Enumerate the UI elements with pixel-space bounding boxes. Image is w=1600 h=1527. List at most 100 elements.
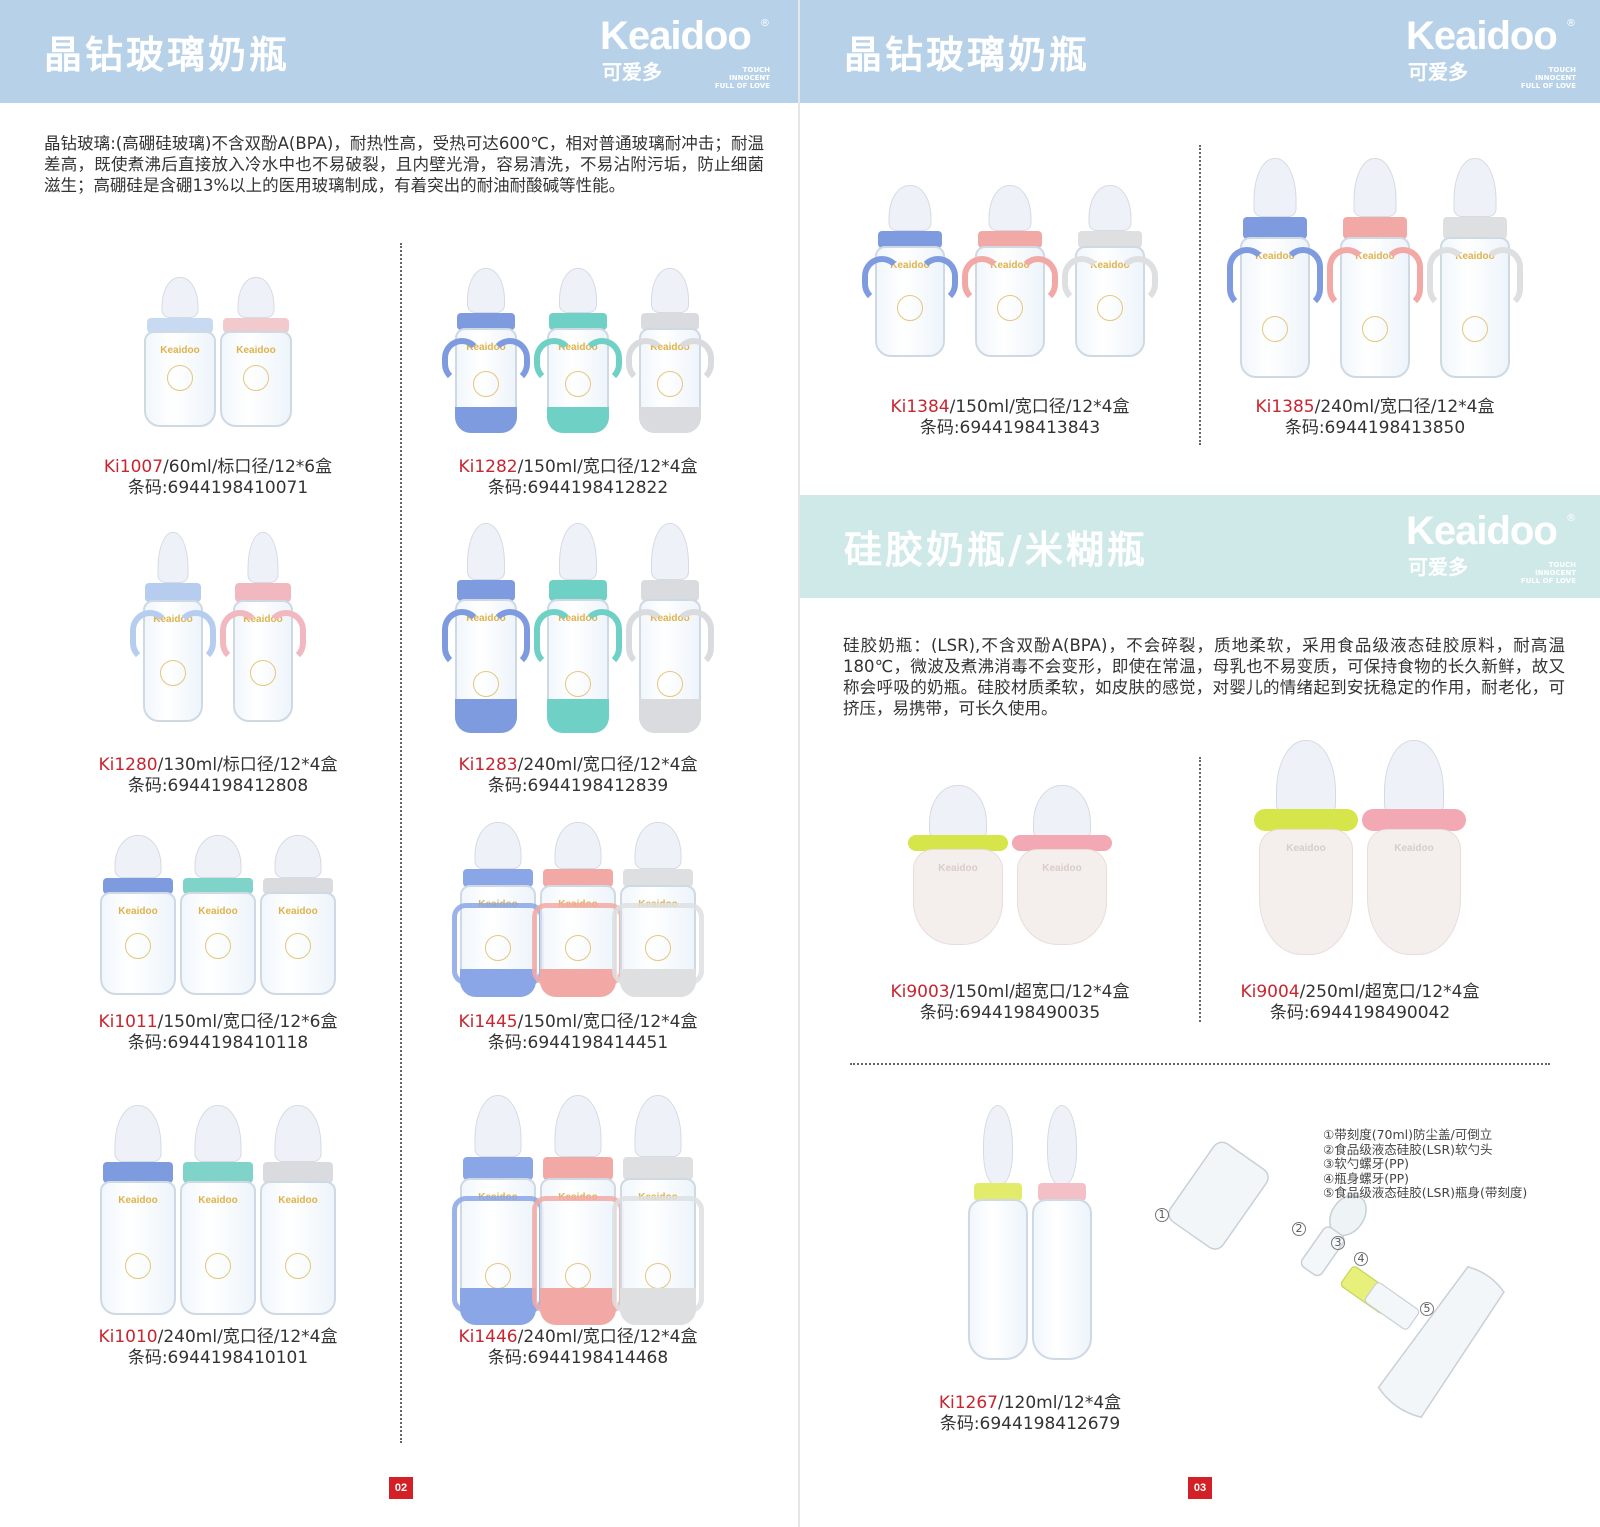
brand-name: Keaidoo (1406, 509, 1558, 553)
bottle-emblem (657, 371, 683, 397)
product-caption: Ki9004/250ml/超宽口/12*4盒条码:6944198490042 (1200, 982, 1520, 1024)
bottle-silicone-base (639, 407, 701, 433)
bottle-emblem (205, 933, 231, 959)
parts-list-item: ②食品级液态硅胶(LSR)软勺头 (1323, 1141, 1493, 1157)
baby-bottle: Keaidoo (1062, 185, 1158, 357)
baby-bottle: Keaidoo (1327, 158, 1423, 378)
product-code: Ki1282 (458, 457, 518, 477)
bottle-handle-left (442, 338, 482, 384)
nipple (467, 268, 505, 313)
bottle-handle-left (220, 610, 260, 663)
product-barcode: 条码:6944198414451 (487, 1033, 669, 1053)
tagline-line: FULL OF LOVE (1520, 577, 1576, 585)
bottle-emblem (285, 933, 311, 959)
brand-chinese-name: 可爱多 (1408, 555, 1468, 579)
bottle-silicone-base (540, 1288, 616, 1325)
bottle-handle-left (534, 338, 574, 384)
bottle-body (100, 1181, 176, 1315)
spoon-feeder-bottle (1032, 1105, 1092, 1360)
protective-frame (532, 1196, 624, 1313)
bottle-collar (263, 1162, 333, 1183)
bottle-collar (457, 580, 515, 601)
bottle-emblem (1262, 316, 1288, 342)
bottle-logo: Keaidoo (558, 613, 598, 624)
part-marker-5: 5 (1420, 1302, 1434, 1316)
product-barcode: 条码:6944198410101 (127, 1348, 309, 1368)
bottle-emblem (243, 365, 269, 391)
bottle-emblem (285, 1253, 311, 1279)
bottle-handle-left (1062, 256, 1102, 304)
nipple (929, 785, 987, 839)
bottle-handle-right (1283, 247, 1323, 309)
nipple (651, 268, 689, 313)
baby-bottle: Keaidoo (260, 1105, 336, 1315)
nipple (467, 523, 505, 580)
bottle-silicone-base (455, 407, 517, 433)
bottle-collar (641, 580, 699, 601)
bottle-emblem (1362, 316, 1388, 342)
bottle-logo: Keaidoo (938, 863, 978, 874)
product-barcode: 条码:6944198413850 (1284, 418, 1466, 438)
baby-bottle: Keaidoo (532, 822, 624, 997)
tagline-line: INNOCENT (1535, 74, 1576, 82)
product-spec: /150ml/宽口径/12*4盒 (949, 397, 1130, 417)
product-caption: Ki1011/150ml/宽口径/12*6盒条码:6944198410118 (58, 1012, 378, 1054)
bottle-collar (183, 878, 253, 894)
bottle-silicone-base (639, 699, 701, 733)
product-code: Ki1267 (938, 1393, 998, 1413)
bottle-body (260, 1181, 336, 1315)
part-marker-1: 1 (1155, 1208, 1169, 1222)
baby-bottle: Keaidoo (144, 277, 216, 427)
bottle-body (180, 1181, 256, 1315)
bottle-handle-left (442, 609, 482, 668)
nipple (559, 268, 597, 313)
nipple (274, 835, 322, 878)
spoon-head (1047, 1105, 1077, 1185)
nipple (559, 523, 597, 580)
bottle-body (1367, 828, 1461, 955)
baby-bottle: Keaidoo (626, 523, 714, 733)
bottle-emblem (167, 365, 193, 391)
bottle-body (968, 1199, 1028, 1360)
brand-name: Keaidoo (600, 14, 752, 58)
banner-glass-bottles-right: 晶钻玻璃奶瓶 Keaidoo ® 可爱多 TOUCH INNOCENT FULL… (800, 0, 1600, 103)
bottle-handle-right (918, 256, 958, 304)
product-code: Ki1384 (890, 397, 950, 417)
bottle-collar (908, 835, 1008, 851)
banner-silicone-bottles: 硅胶奶瓶/米糊瓶 Keaidoo ® 可爱多 TOUCH INNOCENT FU… (800, 495, 1600, 598)
baby-bottle: Keaidoo (612, 1095, 704, 1325)
product-model-line: Ki1267/120ml/12*4盒 (870, 1393, 1190, 1414)
product-model-line: Ki1445/150ml/宽口径/12*4盒 (418, 1012, 738, 1033)
bottle-body (144, 331, 216, 427)
brand-name: Keaidoo (1406, 14, 1558, 58)
bottle-handle-right (266, 610, 306, 663)
bottle-logo: Keaidoo (160, 345, 200, 356)
bottle-emblem (125, 933, 151, 959)
spoon-collar (1038, 1183, 1086, 1201)
nipple (988, 185, 1032, 231)
spoon-thread-part (1340, 1266, 1396, 1314)
nipple (114, 1105, 162, 1162)
bottle-collar (1242, 217, 1308, 239)
product-code: Ki1446 (458, 1327, 518, 1347)
protective-frame (612, 1196, 704, 1313)
product-caption: Ki1267/120ml/12*4盒条码:6944198412679 (870, 1393, 1190, 1435)
bottle-logo: Keaidoo (650, 613, 690, 624)
baby-bottle: Keaidoo (442, 523, 530, 733)
bottle-logo: Keaidoo (278, 906, 318, 917)
product-spec: /150ml/超宽口/12*4盒 (949, 982, 1130, 1002)
bottle-logo: Keaidoo (990, 260, 1030, 271)
tagline-line: INNOCENT (729, 74, 770, 82)
bottle-collar (543, 1157, 613, 1180)
bottle-logo: Keaidoo (650, 342, 690, 353)
parts-list-item: ④瓶身螺牙(PP) (1323, 1170, 1410, 1186)
product-barcode: 条码:6944198490035 (919, 1003, 1101, 1023)
bottle-emblem (645, 935, 671, 961)
parts-list-item: ③软勺螺牙(PP) (1323, 1156, 1410, 1171)
nipple (1453, 158, 1497, 217)
part-marker-4: 4 (1354, 1252, 1368, 1266)
